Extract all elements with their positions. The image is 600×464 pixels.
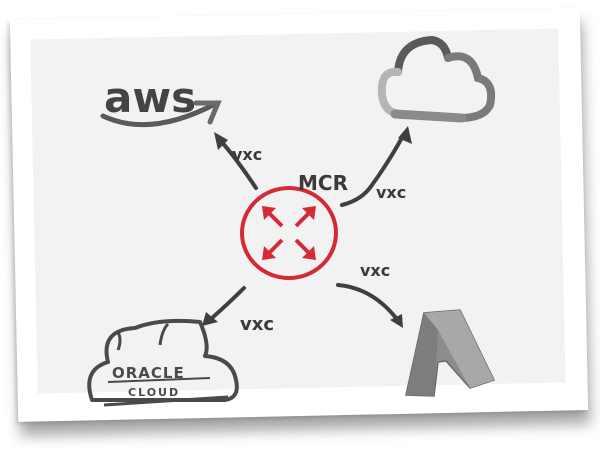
aws-logo: aws	[100, 73, 222, 128]
edge-oracle: vxc	[202, 286, 274, 335]
oracle-label: ORACLE	[112, 364, 185, 382]
edge-label-aws: vxc	[232, 145, 262, 164]
cloud-icon	[377, 35, 496, 123]
edge-label-azure: vxc	[360, 261, 390, 280]
mcr-hub: MCR	[240, 171, 348, 280]
oracle-cloud: ORACLE CLOUD	[87, 318, 239, 407]
cloud-label: CLOUD	[128, 386, 180, 399]
azure-logo-icon	[405, 309, 496, 397]
edge-label-oracle: vxc	[240, 314, 274, 335]
edge-label-cloud: vxc	[376, 183, 406, 202]
hub-label: MCR	[298, 171, 348, 195]
edge-cloud: vxc	[340, 126, 412, 207]
router-arrows-icon	[262, 206, 316, 260]
hub-circle	[240, 186, 338, 280]
edge-azure: vxc	[336, 261, 403, 328]
aws-smile-icon	[100, 101, 218, 128]
edge-aws: vxc	[214, 132, 262, 190]
aws-label: aws	[104, 73, 196, 122]
